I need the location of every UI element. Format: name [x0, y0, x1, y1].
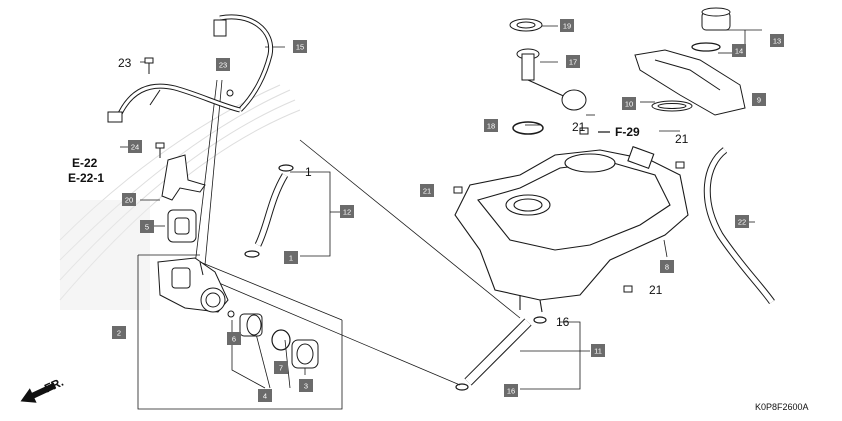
fuel-pump-17	[516, 48, 587, 111]
callout-13-box: 13	[770, 34, 784, 47]
callout-1-plain: 1	[305, 165, 312, 179]
hose-clip-1-upper	[278, 164, 294, 172]
set-plate-19	[509, 18, 543, 32]
bolt-23-icon	[144, 57, 154, 74]
callout-2: 2	[112, 326, 126, 339]
ref-f29: F-29	[615, 125, 640, 139]
callout-21-right: 21	[675, 132, 689, 146]
callout-15: 15	[293, 40, 307, 53]
callout-20: 20	[122, 193, 136, 206]
svg-text:22: 22	[738, 218, 746, 227]
bolt-21-icons	[453, 127, 685, 293]
svg-text:11: 11	[594, 347, 602, 356]
fuel-hose-11	[464, 318, 532, 386]
callout-5: 5	[140, 220, 154, 233]
figure-code: K0P8F2600A	[755, 402, 809, 412]
callout-16-box: 16	[504, 384, 518, 397]
callout-1-upper: 1	[284, 251, 298, 264]
ref-e22-1: E-22-1	[68, 171, 104, 185]
front-label: FR.	[42, 375, 65, 396]
svg-text:13: 13	[773, 37, 781, 46]
callout-17: 17	[566, 55, 580, 68]
svg-text:15: 15	[296, 43, 304, 52]
callout-16-plain: 16	[556, 315, 570, 329]
callout-23-box: 23	[216, 58, 230, 71]
svg-text:24: 24	[131, 143, 139, 152]
drain-hose-22	[703, 147, 775, 305]
gasket-14	[691, 42, 721, 52]
svg-text:14: 14	[735, 47, 743, 56]
callout-22: 22	[735, 215, 749, 228]
callout-7: 7	[274, 361, 288, 374]
svg-text:8: 8	[665, 263, 669, 272]
bracket-20	[161, 154, 206, 201]
svg-text:12: 12	[343, 208, 351, 217]
callout-6: 6	[227, 332, 241, 345]
callout-4: 4	[258, 389, 272, 402]
callout-boxes: 1 12 15 23 24 20 5 2 6 7 3 4 16 11 8 21 …	[112, 19, 784, 402]
svg-text:10: 10	[625, 100, 633, 109]
hose-clip-1-lower	[244, 250, 260, 258]
callout-12: 12	[340, 205, 354, 218]
callout-9: 9	[752, 93, 766, 106]
svg-text:1: 1	[289, 254, 293, 263]
svg-text:17: 17	[569, 58, 577, 67]
callout-18: 18	[484, 119, 498, 132]
svg-text:4: 4	[263, 392, 267, 401]
svg-text:16: 16	[507, 387, 515, 396]
svg-text:23: 23	[219, 61, 227, 70]
svg-text:3: 3	[304, 382, 308, 391]
packing-ring-10	[651, 100, 693, 112]
callout-21-box: 21	[420, 184, 434, 197]
svg-text:18: 18	[487, 122, 495, 131]
callout-10: 10	[622, 97, 636, 110]
svg-text:5: 5	[145, 223, 149, 232]
bolt-24-icon	[155, 142, 165, 158]
fuel-cap-13	[701, 7, 731, 31]
fuel-tank-8	[454, 145, 689, 313]
callout-19: 19	[560, 19, 574, 32]
callout-23-plain: 23	[118, 56, 132, 70]
callout-8: 8	[660, 260, 674, 273]
ref-e22: E-22	[72, 156, 98, 170]
svg-text:6: 6	[232, 335, 236, 344]
callout-3: 3	[299, 379, 313, 392]
callout-21-lower: 21	[649, 283, 663, 297]
callout-14: 14	[732, 44, 746, 57]
hose-clip-16-lower	[455, 383, 469, 391]
svg-text:7: 7	[279, 364, 283, 373]
callout-24: 24	[128, 140, 142, 153]
fuel-filler-cover-9	[634, 49, 746, 116]
throttle-body-2	[157, 257, 229, 313]
watermark-grid	[60, 200, 150, 310]
packing-18	[512, 121, 544, 135]
callout-21-upper: 21	[572, 120, 586, 134]
hose-clip-16-upper	[533, 316, 547, 324]
svg-text:20: 20	[125, 196, 133, 205]
o-ring-7	[271, 329, 291, 351]
callout-11: 11	[591, 344, 605, 357]
insulator-5	[167, 209, 197, 243]
front-arrow-icon	[20, 382, 57, 403]
svg-text:19: 19	[563, 22, 571, 31]
breather-hose-assembly	[107, 14, 274, 123]
svg-text:2: 2	[117, 329, 121, 338]
cap-3	[291, 339, 319, 369]
joint-6	[227, 310, 263, 337]
svg-text:21: 21	[423, 187, 431, 196]
svg-text:9: 9	[757, 96, 761, 105]
fuel-hose-12	[254, 173, 289, 247]
